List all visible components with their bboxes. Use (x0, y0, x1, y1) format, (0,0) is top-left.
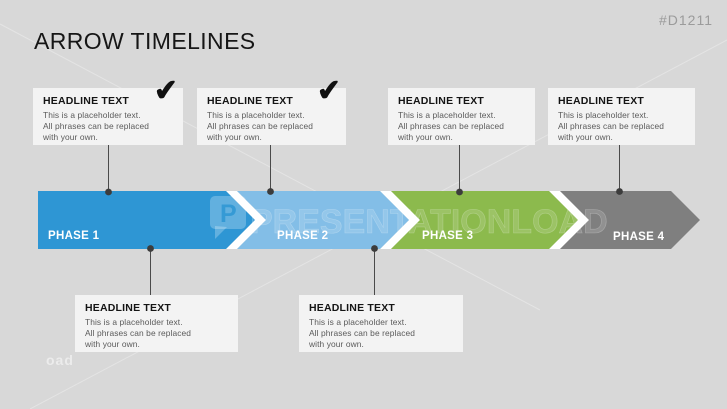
phase-label-2: PHASE 2 (277, 230, 328, 242)
connector-dot (371, 245, 378, 252)
checkmark-icon: ✔ (315, 74, 343, 108)
phase-arrow-3 (391, 191, 578, 249)
card-body: This is placeholder text. All phrases ca… (558, 110, 665, 143)
phase-arrow-1 (38, 191, 255, 249)
card-headline: HEADLINE TEXT (207, 95, 294, 107)
connector-lines (108, 144, 620, 296)
card-headline: HEADLINE TEXT (43, 95, 130, 107)
connector-dots (105, 188, 623, 252)
headline-card-bottom-2: HEADLINE TEXT This is a placeholder text… (299, 295, 463, 352)
connector-dot (147, 245, 154, 252)
phase-arrow-4 (560, 191, 700, 249)
headline-card-bottom-1: HEADLINE TEXT This is a placeholder text… (75, 295, 238, 352)
connector-dot (616, 188, 623, 195)
card-body: This is a placeholder text. All phrases … (398, 110, 505, 143)
arrow-junction-stripes (226, 191, 589, 249)
connector-dot (105, 188, 112, 196)
card-body: This is a placeholder text. All phrases … (309, 317, 416, 350)
slide-title: ARROW TIMELINES (34, 28, 256, 54)
headline-card-top-3: HEADLINE TEXT This is a placeholder text… (388, 88, 535, 145)
watermark-text: PRESENTATIONLOAD (250, 203, 608, 241)
watermark-logo: P (210, 196, 246, 239)
watermark-logo-letter: P (220, 200, 237, 228)
headline-card-top-4: HEADLINE TEXT This is placeholder text. … (548, 88, 695, 145)
phase-label-4: PHASE 4 (613, 231, 665, 243)
checkmark-icon: ✔ (152, 74, 180, 108)
phase-arrow-2 (237, 191, 409, 249)
connector-dot (267, 188, 274, 195)
phase-label-1: PHASE 1 (48, 230, 100, 242)
card-body: This is a placeholder text. All phrases … (43, 110, 150, 143)
card-headline: HEADLINE TEXT (85, 302, 172, 314)
card-body: This is a placeholder text. All phrases … (207, 110, 314, 143)
corner-watermark-fragment: oad (46, 352, 74, 368)
product-code: #D1211 (658, 12, 713, 28)
headline-card-top-1: HEADLINE TEXT This is a placeholder text… (33, 74, 183, 145)
headline-card-top-2: HEADLINE TEXT This is a placeholder text… (197, 74, 346, 145)
card-headline: HEADLINE TEXT (309, 302, 396, 314)
connector-dot (456, 188, 463, 196)
phase-label-3: PHASE 3 (422, 230, 473, 242)
card-body: This is a placeholder text. All phrases … (85, 317, 192, 350)
card-headline: HEADLINE TEXT (558, 95, 645, 107)
card-headline: HEADLINE TEXT (398, 95, 485, 107)
